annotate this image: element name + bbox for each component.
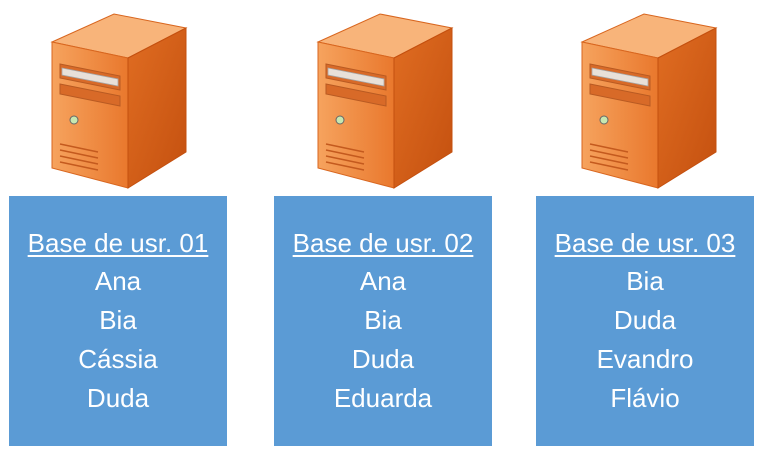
user-list: Ana Bia Duda Eduarda — [274, 262, 492, 418]
user-item: Duda — [613, 305, 677, 335]
base-title: Base de usr. 03 — [554, 228, 736, 258]
user-item: Ana — [94, 266, 142, 296]
user-base-box-03: Base de usr. 03 Bia Duda Evandro Flávio — [536, 196, 754, 446]
user-item: Bia — [99, 305, 137, 335]
user-list: Bia Duda Evandro Flávio — [536, 262, 754, 418]
user-item: Eduarda — [333, 383, 433, 413]
base-title: Base de usr. 01 — [27, 228, 209, 258]
user-item: Duda — [86, 383, 150, 413]
user-list: Ana Bia Cássia Duda — [9, 262, 227, 418]
user-item: Duda — [351, 344, 415, 374]
base-title: Base de usr. 02 — [292, 228, 474, 258]
user-item: Bia — [626, 266, 664, 296]
user-item: Cássia — [78, 344, 158, 374]
server-1-icon — [48, 2, 188, 190]
server-3-icon — [578, 2, 718, 190]
user-base-box-01: Base de usr. 01 Ana Bia Cássia Duda — [9, 196, 227, 446]
user-item: Bia — [364, 305, 402, 335]
user-item: Flávio — [610, 383, 680, 413]
server-2-icon — [314, 2, 454, 190]
user-item: Evandro — [596, 344, 694, 374]
user-item: Ana — [359, 266, 407, 296]
user-base-box-02: Base de usr. 02 Ana Bia Duda Eduarda — [274, 196, 492, 446]
